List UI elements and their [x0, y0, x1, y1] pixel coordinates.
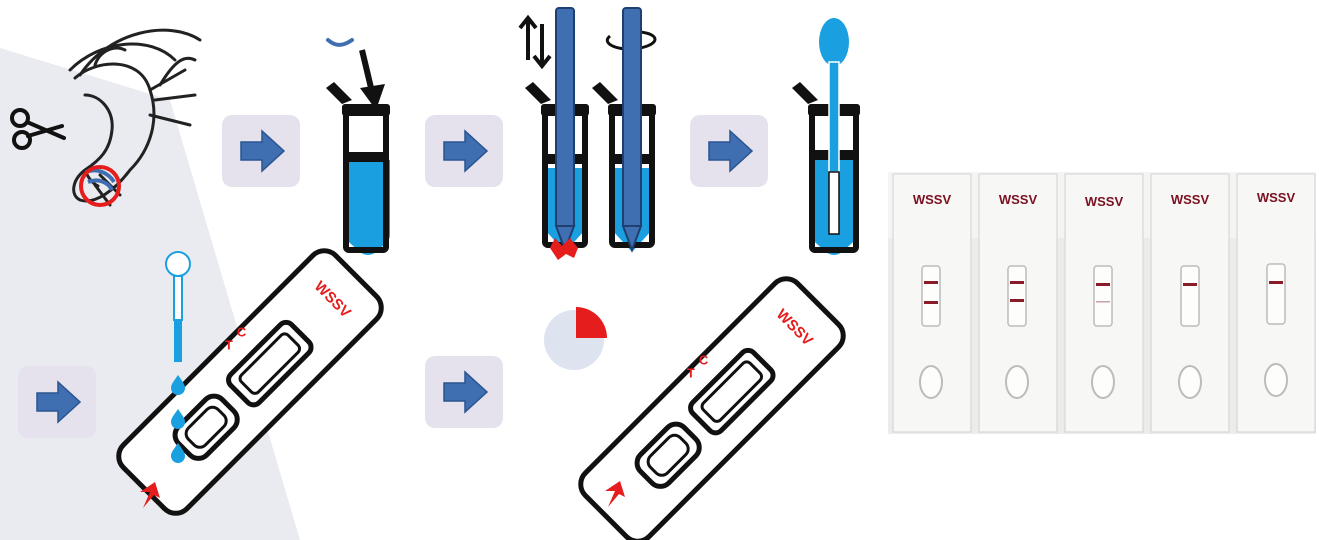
- test-cassette-result-icon: WSSV C T: [571, 269, 850, 540]
- next-step-arrow-icon: [221, 114, 301, 188]
- tube-grind-sample-icon: [518, 7, 589, 260]
- dropper-icon: [165, 251, 191, 362]
- tube-add-sample-icon: [326, 38, 390, 255]
- cut-area-circle-icon: [79, 165, 121, 207]
- test-line-label: T: [687, 365, 695, 380]
- strip-4: WSSV: [1150, 173, 1230, 433]
- strip-label: WSSV: [1257, 190, 1296, 205]
- strip-3: WSSV: [1064, 173, 1144, 433]
- strip-5: WSSV: [1236, 173, 1316, 433]
- strip-label: WSSV: [999, 192, 1038, 207]
- strip-label: WSSV: [913, 192, 952, 207]
- test-line-label: T: [225, 337, 233, 352]
- tube-mix-sample-icon: [592, 7, 657, 253]
- strip-label: WSSV: [1171, 192, 1210, 207]
- next-step-arrow-icon: [17, 365, 97, 439]
- next-step-arrow-icon: [424, 114, 504, 188]
- test-strips-photo: WSSV WSSV WSSV WSSV: [888, 172, 1316, 434]
- control-line-label: C: [699, 353, 709, 368]
- tube-collect-extract-icon: [792, 18, 860, 255]
- test-cassette-apply-icon: WSSV C T: [109, 241, 388, 520]
- strip-label: WSSV: [1085, 194, 1124, 209]
- control-line-label: C: [237, 325, 247, 340]
- sample-well-arrow-icon: [140, 482, 160, 508]
- next-step-arrow-icon: [424, 355, 504, 429]
- strip-2: WSSV: [978, 173, 1058, 433]
- strip-1: WSSV: [892, 173, 972, 433]
- scissors-icon: [10, 108, 66, 150]
- next-step-arrow-icon: [689, 114, 769, 188]
- sample-well-arrow-icon: [605, 481, 625, 507]
- timer-icon: [544, 307, 607, 370]
